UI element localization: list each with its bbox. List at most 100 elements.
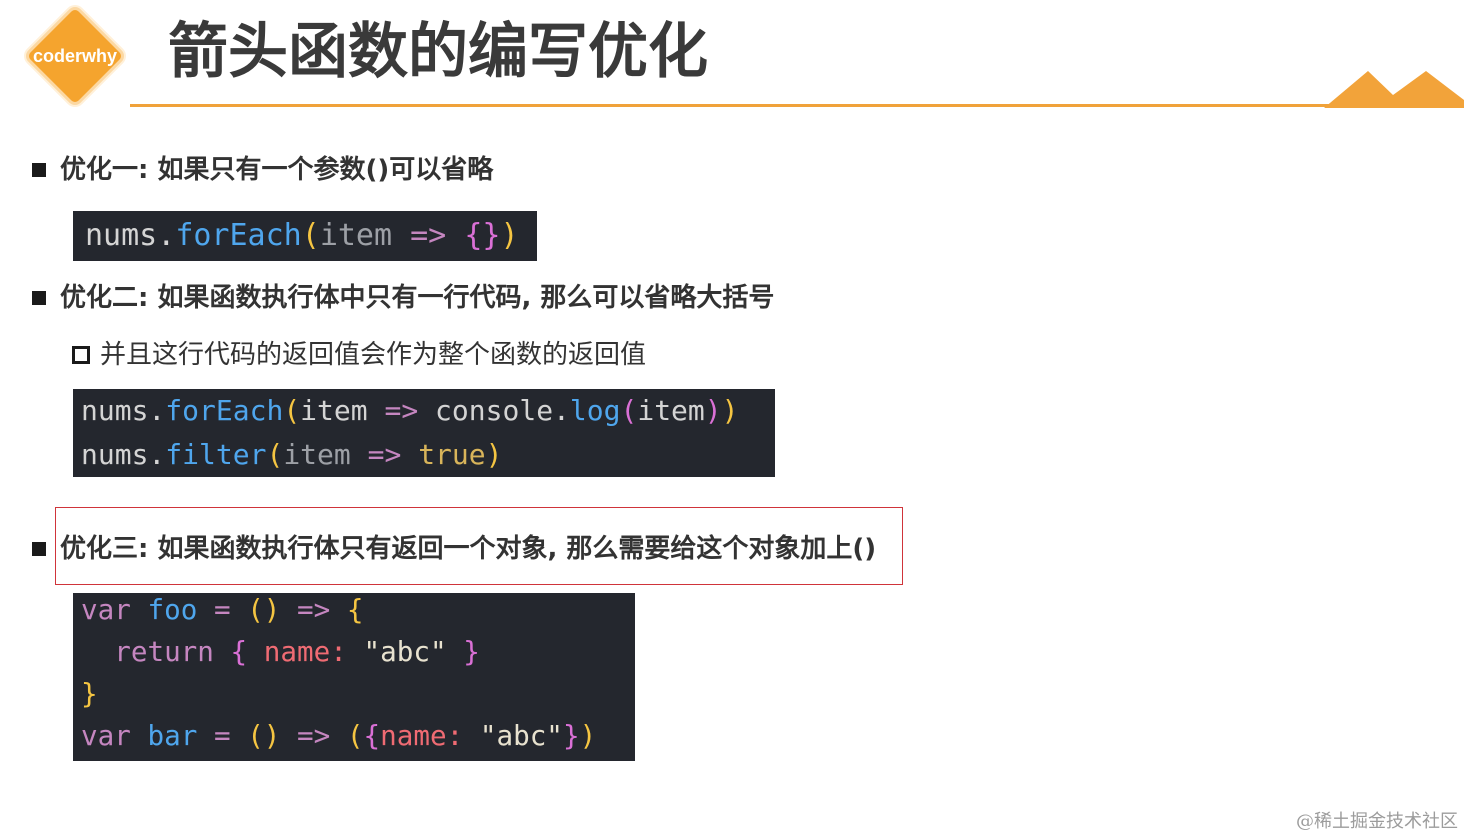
hollow-square-icon [72, 346, 90, 364]
bullet-text: 优化一: 如果只有一个参数()可以省略 [60, 155, 494, 185]
code-token-kw: var [81, 593, 131, 626]
code-block-3: var foo = () => { return { name: "abc" }… [73, 593, 635, 761]
code-token-bracket1: ) [500, 218, 519, 253]
code-token-str: "abc" [479, 719, 563, 752]
code-token-bracket1: ) [579, 719, 597, 752]
watermark: @稀土掘金技术社区 [1296, 811, 1458, 832]
bullet-optimization-1: 优化一: 如果只有一个参数()可以省略 [32, 152, 493, 188]
code-token-plain [392, 218, 410, 253]
code-token-plain: nums. [81, 394, 166, 427]
code-token-plain [214, 635, 231, 668]
code-token-kw: => [384, 394, 419, 427]
code-token-plain [418, 394, 435, 427]
code-line-2: return { name: "abc" } [81, 631, 635, 673]
code-token-fn: bar [147, 719, 198, 752]
code-token-bracket2: { [363, 719, 381, 752]
highlight-box [55, 507, 903, 585]
code-token-bracket1: ( [301, 218, 320, 253]
code-line-1: nums.forEach(item => {}) [85, 211, 537, 261]
code-token-bracket1: () [247, 719, 281, 752]
slide-title: 箭头函数的编写优化 [168, 17, 708, 87]
filled-square-icon [32, 163, 46, 177]
code-token-bracket1: ) [721, 394, 739, 427]
code-token-bracket2: ) [704, 394, 722, 427]
code-block-1: nums.forEach(item => {}) [73, 211, 537, 261]
title-underline [130, 104, 1464, 107]
code-token-dim: item [319, 218, 393, 253]
bullet-text: 优化三: 如果函数执行体只有返回一个对象, 那么需要给这个对象加上() [60, 534, 877, 564]
code-token-plain [347, 635, 364, 668]
code-token-plain [131, 719, 148, 752]
code-token-plain: nums. [85, 218, 176, 253]
code-block-2: nums.forEach(item => console.log(item))n… [73, 389, 775, 477]
code-token-bracket2: { [230, 635, 248, 668]
code-token-bracket1: } [81, 677, 98, 710]
code-token-fn: forEach [175, 218, 302, 253]
code-token-bracket1: ) [485, 438, 503, 471]
code-token-bracket2: {} [464, 218, 501, 253]
code-token-plain [247, 635, 264, 668]
bullet-optimization-2: 优化二: 如果函数执行体中只有一行代码, 那么可以省略大括号 [32, 280, 774, 316]
code-token-kw: => [410, 218, 447, 253]
code-token-plain [197, 593, 214, 626]
sub-bullet-text: 并且这行代码的返回值会作为整个函数的返回值 [100, 340, 647, 370]
filled-square-icon [32, 291, 46, 305]
code-token-bool: true [418, 438, 486, 471]
code-token-kw: = [213, 593, 231, 626]
code-token-plain: console. [435, 394, 570, 427]
code-token-plain: nums. [81, 438, 166, 471]
sub-bullet-return-value: 并且这行代码的返回值会作为整个函数的返回值 [72, 337, 646, 373]
code-token-plain [280, 593, 297, 626]
code-token-param: item [637, 394, 705, 427]
code-token-plain [351, 438, 368, 471]
code-line-1: nums.forEach(item => console.log(item)) [81, 389, 775, 433]
code-token-fn: filter [165, 438, 267, 471]
code-token-plain [280, 719, 297, 752]
code-token-plain [81, 635, 114, 668]
bullet-optimization-3: 优化三: 如果函数执行体只有返回一个对象, 那么需要给这个对象加上() [32, 531, 876, 567]
code-token-plain [330, 719, 347, 752]
code-token-plain [446, 218, 464, 253]
code-token-prop: name: [380, 719, 464, 752]
code-token-param: item [300, 394, 368, 427]
code-token-plain [330, 593, 347, 626]
code-token-kw: => [367, 438, 402, 471]
code-line-1: var foo = () => { [81, 593, 635, 631]
code-token-bracket2: } [463, 635, 480, 668]
code-token-plain [231, 719, 248, 752]
mountain-decoration-icon [1324, 71, 1464, 108]
code-token-prop: name: [263, 635, 347, 668]
code-line-3: } [81, 673, 635, 715]
code-token-bracket1: ( [346, 719, 364, 752]
code-token-fn: forEach [165, 394, 284, 427]
code-token-bracket1: ( [266, 438, 284, 471]
code-token-bracket2: ( [620, 394, 638, 427]
code-token-plain [447, 635, 464, 668]
code-token-bracket2: } [562, 719, 580, 752]
code-token-kw: return [114, 635, 214, 668]
code-line-4: var bar = () => ({name: "abc"}) [81, 715, 635, 757]
code-token-fn: log [569, 394, 621, 427]
code-token-kw: => [297, 719, 331, 752]
code-token-plain [401, 438, 418, 471]
code-line-2: nums.filter(item => true) [81, 433, 775, 477]
code-token-plain [131, 593, 148, 626]
filled-square-icon [32, 542, 46, 556]
code-token-fn: foo [147, 593, 198, 626]
logo: coderwhy [22, 3, 128, 109]
mountain-shape [1324, 71, 1464, 108]
code-token-kw: => [297, 593, 331, 626]
logo-text: coderwhy [32, 46, 118, 66]
code-token-plain [463, 719, 480, 752]
bullet-text: 优化二: 如果函数执行体中只有一行代码, 那么可以省略大括号 [60, 283, 775, 313]
code-token-bracket1: ( [283, 394, 301, 427]
code-token-kw: = [213, 719, 231, 752]
code-token-plain [197, 719, 214, 752]
code-token-dim: item [283, 438, 351, 471]
code-token-plain [368, 394, 385, 427]
code-token-str: "abc" [363, 635, 447, 668]
code-token-kw: var [81, 719, 131, 752]
code-token-plain [231, 593, 248, 626]
code-token-bracket1: { [346, 593, 364, 626]
